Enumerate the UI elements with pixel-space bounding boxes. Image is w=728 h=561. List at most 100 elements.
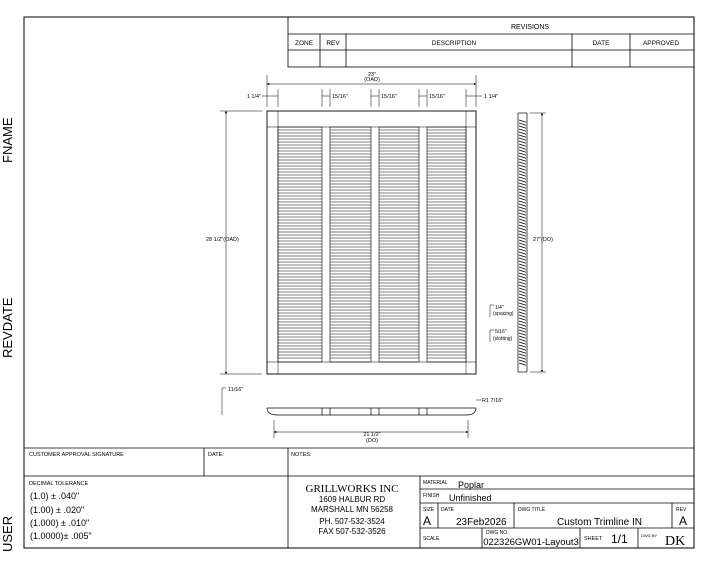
profile-slat xyxy=(518,335,527,339)
rev-header-zone: ZONE xyxy=(295,40,314,47)
profile-slat xyxy=(518,287,527,291)
profile-slat xyxy=(518,119,527,123)
revisions-block: REVISIONS ZONE REV DESCRIPTION DATE APPR… xyxy=(287,16,695,68)
date-value: 23Feb2026 xyxy=(456,517,507,528)
profile-slat xyxy=(518,230,527,234)
profile-slat xyxy=(518,326,527,330)
dim-bottom-width: 21 1/2" xyxy=(363,432,380,438)
profile-slat xyxy=(518,149,527,153)
profile-slat xyxy=(518,305,527,309)
profile-slat xyxy=(518,173,527,177)
profile-slat xyxy=(518,179,527,183)
profile-slat xyxy=(518,167,527,171)
grille-bottom-view xyxy=(266,407,477,416)
profile-slat xyxy=(518,254,527,258)
dwg-by-label: DWG BY xyxy=(641,533,658,538)
profile-slat xyxy=(518,308,527,312)
profile-slat xyxy=(518,161,527,165)
dim-spacing: 1/4" xyxy=(495,305,504,311)
dim-overall-width-note: (OAD) xyxy=(364,77,380,83)
dwg-no-value: 022326GW01-Layout3 xyxy=(483,537,579,548)
profile-slat xyxy=(518,251,527,255)
profile-slat xyxy=(518,212,527,216)
rev-header-rev: REV xyxy=(326,40,340,47)
decimal-tolerance-title: DECIMAL TOLERANCE xyxy=(29,481,89,487)
profile-slat xyxy=(518,182,527,186)
profile-slat xyxy=(518,200,527,204)
profile-slat xyxy=(518,317,527,321)
profile-slat xyxy=(518,263,527,267)
dim-height: 28 1/2"(OAD) xyxy=(206,237,239,243)
grille-front-view xyxy=(266,110,477,375)
material-label: MATERIAL xyxy=(423,480,448,486)
dim-left-margin: 1 1/4" xyxy=(247,94,261,100)
dimensions xyxy=(220,75,546,438)
profile-slat xyxy=(518,191,527,195)
profile-slat xyxy=(518,122,527,126)
profile-slat xyxy=(518,329,527,333)
dim-gap-2: 15/16" xyxy=(381,94,397,100)
profile-slat xyxy=(518,296,527,300)
rev-label: REV xyxy=(676,507,687,513)
dim-overall-width: 23" xyxy=(368,72,376,78)
profile-slat xyxy=(518,134,527,138)
profile-slat xyxy=(518,341,527,345)
dim-bottom-width-note: (DO) xyxy=(366,438,378,444)
profile-slat xyxy=(518,197,527,201)
profile-slat xyxy=(518,239,527,243)
louver-panel xyxy=(277,126,323,363)
profile-slat xyxy=(518,164,527,168)
profile-slat xyxy=(518,221,527,225)
profile-slat xyxy=(518,323,527,327)
profile-slat xyxy=(518,302,527,306)
profile-slat xyxy=(518,176,527,180)
profile-slat xyxy=(518,248,527,252)
profile-slat xyxy=(518,245,527,249)
profile-slat xyxy=(518,278,527,282)
profile-slat xyxy=(518,137,527,141)
profile-slat xyxy=(518,260,527,264)
profile-slat xyxy=(518,338,527,342)
profile-slat xyxy=(518,281,527,285)
company-phone: PH. 507-532-3524 xyxy=(319,517,385,526)
dwg-no-label: DWG NO. xyxy=(486,530,509,536)
profile-slat xyxy=(518,209,527,213)
profile-slat xyxy=(518,185,527,189)
profile-slat xyxy=(518,359,527,363)
louver-panel xyxy=(426,126,467,363)
profile-slat xyxy=(518,299,527,303)
rev-header-date: DATE xyxy=(593,40,611,47)
profile-slat xyxy=(518,170,527,174)
profile-slat xyxy=(518,236,527,240)
profile-slat xyxy=(518,353,527,357)
side-label-revdate: REVDATE xyxy=(0,297,15,358)
profile-slat xyxy=(518,332,527,336)
profile-slat xyxy=(518,143,527,147)
profile-slat xyxy=(518,128,527,132)
dim-radius: R1 7/16" xyxy=(482,398,503,404)
dim-slotting: 5/16" xyxy=(495,329,507,335)
profile-slat xyxy=(518,362,527,366)
dim-depth: 11/16" xyxy=(228,387,243,393)
grille-side-view xyxy=(517,112,528,373)
side-label-fname: FNAME xyxy=(0,117,15,163)
profile-slat xyxy=(518,146,527,150)
company-fax: FAX 507-532-3526 xyxy=(318,527,386,536)
profile-slat xyxy=(518,350,527,354)
profile-slat xyxy=(518,293,527,297)
size-label: SIZE xyxy=(423,507,435,513)
title-block xyxy=(24,447,694,548)
customer-approval-label: CUSTOMER APPROVAL SIGNATURE xyxy=(29,452,124,458)
profile-slat xyxy=(518,347,527,351)
drawing-border xyxy=(23,16,695,549)
profile-slat xyxy=(518,215,527,219)
profile-slat xyxy=(518,224,527,228)
profile-slat xyxy=(518,266,527,270)
profile-slat xyxy=(518,269,527,273)
finish-value: Unfinished xyxy=(449,493,492,503)
profile-slat xyxy=(518,272,527,276)
dwg-by-value: DK xyxy=(665,534,685,549)
louver-panel xyxy=(329,126,372,363)
profile-slat xyxy=(518,314,527,318)
